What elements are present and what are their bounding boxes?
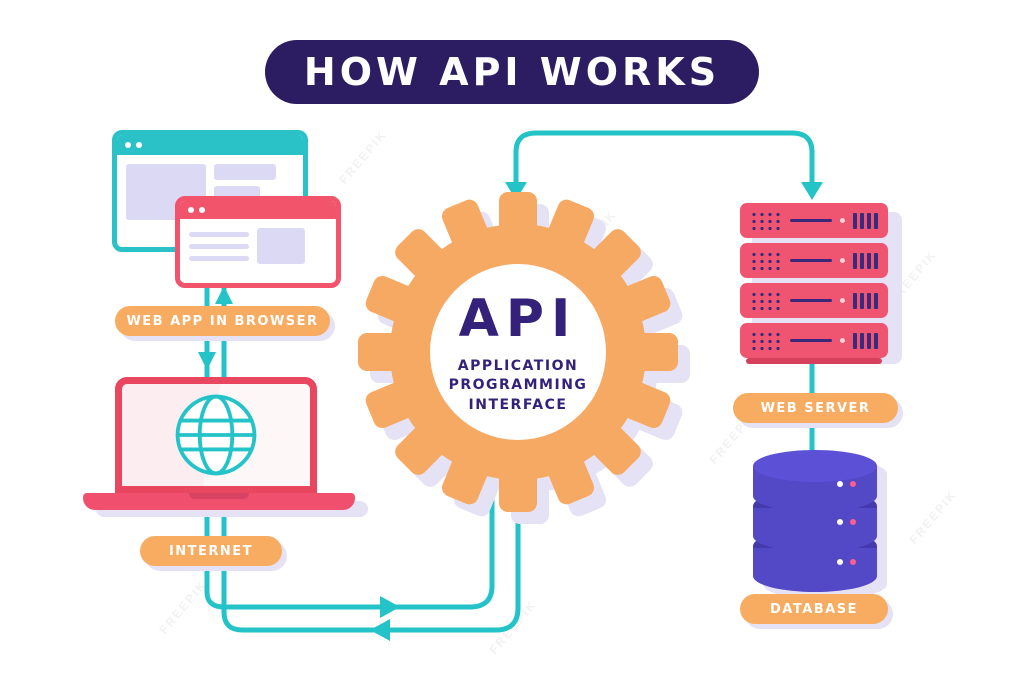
browser-gear-connector-outbound — [204, 262, 495, 610]
server-slot-line — [790, 299, 832, 302]
server-unit — [740, 283, 888, 318]
window-dot-icon — [199, 207, 205, 213]
server-unit — [740, 323, 888, 358]
window-dot-icon — [125, 142, 131, 148]
window-dot-icon — [188, 207, 194, 213]
content-placeholder-line — [189, 232, 249, 237]
laptop-screen — [115, 377, 317, 493]
internet-label: INTERNET — [140, 536, 282, 566]
server-slot-line — [790, 259, 832, 262]
laptop-base — [83, 493, 355, 510]
gear-center-circle — [430, 264, 606, 440]
server-ports-icon — [853, 252, 878, 269]
web-server-label: WEB SERVER — [733, 393, 898, 423]
title-banner: HOW API WORKS — [265, 40, 759, 104]
server-ports-icon — [853, 332, 878, 349]
api-core-label: API APPLICATION PROGRAMMING INTERFACE — [428, 262, 608, 442]
browser-window-front — [175, 196, 341, 288]
server-unit — [740, 243, 888, 278]
arrow-down-into-server-icon — [801, 182, 823, 200]
database-icon — [753, 450, 887, 600]
server-dots-icon — [750, 250, 782, 271]
server-slot-line — [790, 219, 832, 222]
server-dots-icon — [750, 210, 782, 231]
server-led-icon — [840, 338, 845, 343]
database-label: DATABASE — [740, 594, 888, 624]
server-slot-line — [790, 339, 832, 342]
arrow-down-to-laptop-icon — [198, 352, 216, 370]
content-placeholder-square — [257, 228, 305, 264]
server-led-icon — [840, 258, 845, 263]
api-gear — [358, 192, 690, 524]
api-subtitle-line: APPLICATION — [457, 357, 579, 374]
api-acronym: API — [458, 288, 578, 349]
browser-gear-connector-return — [221, 262, 521, 633]
server-unit — [740, 203, 888, 238]
server-dots-icon — [750, 330, 782, 351]
api-subtitle-line: INTERFACE — [468, 396, 568, 413]
server-dots-icon — [750, 290, 782, 311]
page-title: HOW API WORKS — [303, 50, 721, 94]
web-app-in-browser-label: WEB APP IN BROWSER — [115, 306, 330, 336]
database-disk — [753, 450, 877, 512]
server-base — [746, 358, 882, 364]
api-subtitle-line: PROGRAMMING — [448, 377, 588, 394]
gear-server-connector — [513, 130, 815, 184]
content-placeholder-line — [189, 244, 249, 249]
arrow-down-into-gear-icon — [505, 182, 527, 200]
browser-window-header — [117, 135, 303, 155]
server-led-icon — [840, 218, 845, 223]
server-led-icon — [840, 298, 845, 303]
arrow-left-to-internet-icon — [370, 619, 390, 641]
browser-window-body — [180, 219, 336, 273]
browser-window-header — [180, 201, 336, 219]
content-placeholder-bar — [214, 164, 276, 180]
server-ports-icon — [853, 212, 878, 229]
globe-icon — [175, 394, 257, 476]
content-placeholder-line — [189, 256, 249, 261]
window-dot-icon — [136, 142, 142, 148]
server-ports-icon — [853, 292, 878, 309]
web-server-stack — [740, 203, 888, 363]
arrow-up-to-browser-icon — [215, 286, 233, 304]
arrow-right-to-gear-icon — [380, 596, 400, 618]
